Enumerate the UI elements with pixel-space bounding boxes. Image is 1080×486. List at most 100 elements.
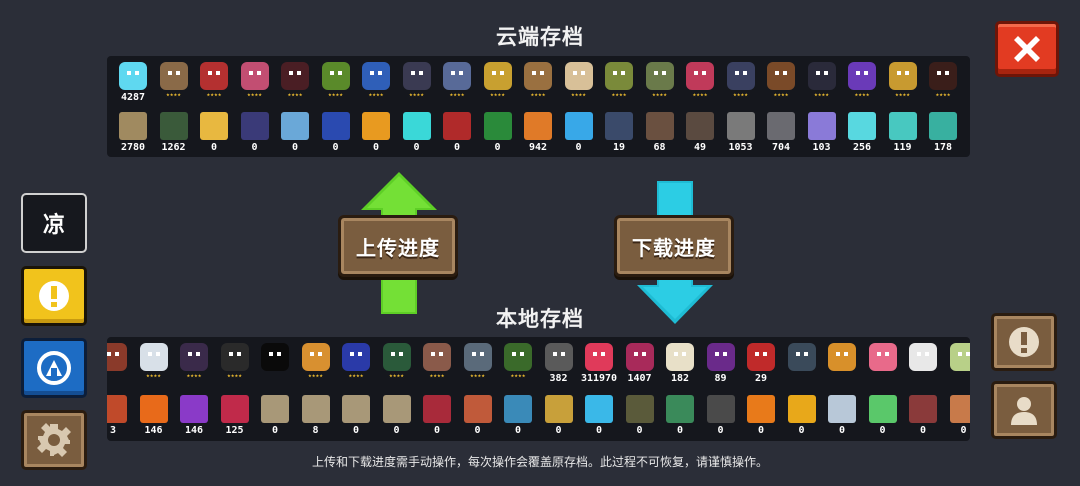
save-entry: 89 — [701, 341, 741, 387]
waffle-icon — [362, 112, 390, 140]
save-entry: 0 — [437, 110, 477, 156]
save-entry: ⭑⭑⭑⭑ — [275, 60, 315, 106]
save-entry: 382 — [539, 341, 579, 387]
star-rating: ⭑⭑⭑⭑ — [813, 91, 830, 99]
item-count: 103 — [812, 142, 831, 153]
save-entry: ⭑⭑⭑⭑ — [316, 60, 356, 106]
item-count: 382 — [549, 373, 568, 384]
plant-icon — [504, 343, 532, 371]
silhouette-icon — [261, 343, 289, 371]
save-entry: 0 — [478, 110, 518, 156]
account-button[interactable] — [21, 338, 87, 398]
save-entry: 1407 — [620, 341, 660, 387]
save-entry: 178 — [923, 110, 963, 156]
herb-icon — [868, 395, 897, 423]
save-entry: 0 — [620, 393, 660, 439]
item-count: 68 — [653, 142, 666, 153]
save-entry: 704 — [761, 110, 801, 156]
item-count: 125 — [225, 425, 244, 436]
card-icon — [666, 343, 694, 371]
star-rating: ⭑⭑⭑⭑ — [530, 91, 546, 99]
gear-part-icon — [726, 112, 755, 140]
save-entry: 0 — [944, 393, 970, 439]
necromancer-icon — [807, 62, 836, 90]
priest-icon — [564, 62, 593, 90]
meat-icon — [524, 112, 552, 140]
save-entry: 0 — [498, 393, 538, 439]
star-rating: ⭑⭑⭑⭑ — [307, 372, 324, 380]
lens-icon — [463, 343, 492, 371]
item-count: 0 — [595, 425, 603, 436]
blueprint-icon — [382, 395, 411, 423]
save-entry: ⭑⭑⭑⭑ — [356, 60, 396, 106]
star-rating: ⭑⭑⭑⭑ — [449, 91, 465, 99]
star-rating: ⭑⭑⭑⭑ — [348, 372, 364, 380]
demon-icon — [726, 62, 755, 90]
star-rating: ⭑⭑⭑⭑ — [186, 372, 202, 380]
item-count: 178 — [933, 142, 953, 153]
miner-icon — [301, 343, 330, 371]
close-button[interactable] — [995, 21, 1059, 77]
blueprint-icon — [261, 395, 289, 423]
painting-icon — [544, 395, 573, 423]
save-entry: 182 — [660, 341, 700, 387]
machine-icon — [423, 395, 451, 423]
item-count: 0 — [879, 425, 886, 436]
leaf-orange-icon — [139, 395, 168, 423]
item-count: 0 — [838, 425, 846, 436]
item-count: 146 — [184, 425, 204, 436]
crate-icon — [949, 395, 970, 423]
star-rating: ⭑⭑⭑⭑ — [611, 91, 627, 99]
save-entry: ⭑⭑⭑⭑ — [640, 60, 680, 106]
save-entry: ⭑⭑⭑⭑ — [680, 60, 720, 106]
tv-icon — [625, 395, 654, 423]
werewolf-icon — [524, 62, 552, 90]
settings-button[interactable] — [21, 410, 87, 470]
item-count: 0 — [757, 425, 765, 436]
star-rating: ⭑⭑⭑⭑ — [894, 91, 911, 99]
item-count: 4287 — [120, 92, 146, 103]
item-count: 311970 — [580, 373, 618, 384]
save-entry: ⭑⭑⭑⭑ — [842, 60, 882, 106]
save-entry: 119 — [883, 110, 923, 156]
save-entry: 0 — [539, 393, 579, 439]
save-entry — [944, 341, 970, 387]
robot-icon — [362, 62, 390, 90]
stove-icon — [909, 395, 937, 423]
save-entry: ⭑⭑⭑⭑ — [397, 60, 437, 106]
save-entry: 0 — [458, 393, 498, 439]
upload-progress-button[interactable]: 上传进度 — [338, 215, 458, 277]
spellbook-icon — [240, 112, 269, 140]
eye-icon — [605, 112, 633, 140]
profile-button[interactable] — [991, 381, 1057, 439]
download-progress-button[interactable]: 下载进度 — [614, 215, 734, 277]
blueprint-icon — [301, 395, 330, 423]
save-entry: ⭑⭑⭑⭑ — [923, 60, 963, 106]
can-icon — [706, 395, 735, 423]
druid-icon — [605, 62, 633, 90]
info-button[interactable] — [991, 313, 1057, 371]
shadow-icon — [929, 62, 957, 90]
item-count: 49 — [693, 142, 707, 153]
cool-mode-button[interactable]: 凉 — [21, 193, 87, 253]
warning-button[interactable] — [21, 266, 87, 326]
panda-pet-icon — [909, 343, 937, 371]
item-count: 19 — [612, 142, 626, 153]
sign-icon — [666, 395, 694, 423]
box-icon — [382, 343, 411, 371]
save-entry: 0 — [701, 393, 741, 439]
officer-icon — [767, 62, 795, 90]
item-count: 704 — [771, 142, 791, 153]
save-entry: ⭑⭑⭑⭑ — [883, 60, 923, 106]
star-rating: ⭑⭑⭑⭑ — [165, 91, 182, 99]
save-entry: ⭑⭑⭑⭑ — [478, 60, 518, 106]
save-entry: ⭑⭑⭑⭑ — [215, 341, 255, 387]
item-count: 0 — [372, 142, 380, 153]
item-count: 0 — [514, 425, 522, 436]
witch-icon — [240, 62, 269, 90]
save-entry: 0 — [377, 393, 417, 439]
item-count: 182 — [670, 373, 690, 384]
vampire-icon — [402, 62, 431, 90]
